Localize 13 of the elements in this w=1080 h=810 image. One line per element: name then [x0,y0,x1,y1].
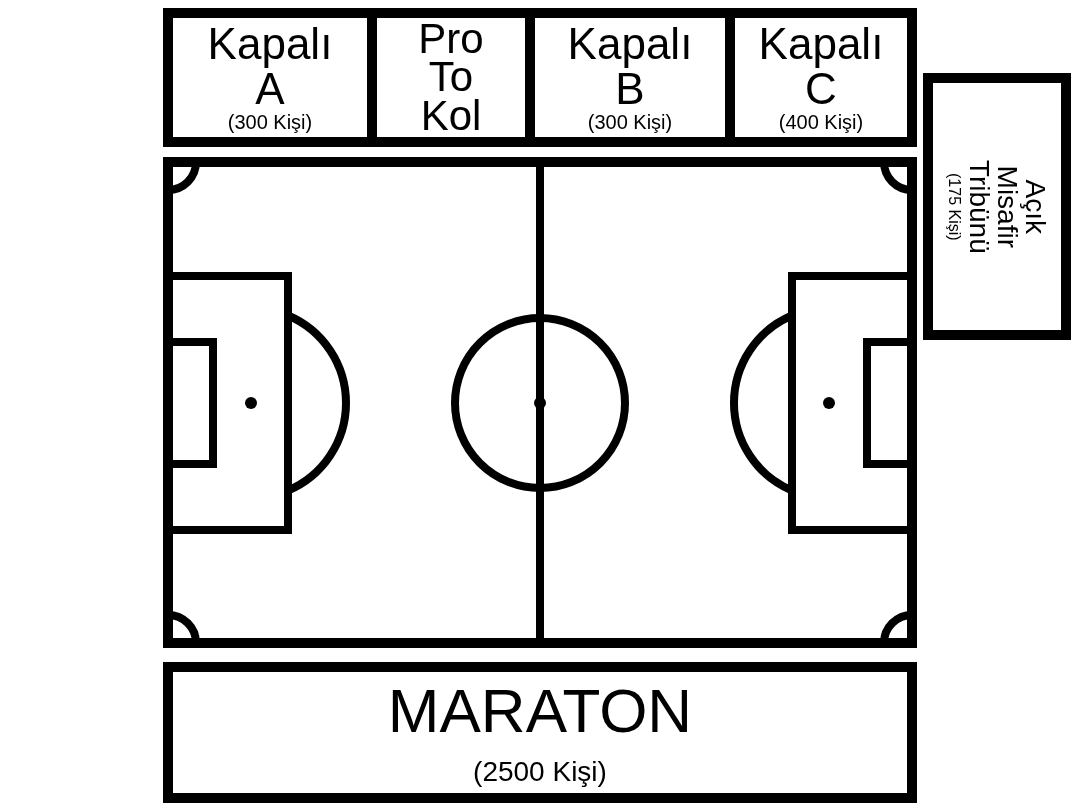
stand-name: Kapalı B [567,21,693,112]
stand-name: Kapalı A [207,21,333,112]
seating-stand [163,662,917,803]
seating-stand [923,73,1071,340]
capacity-label: (2500 Kişi) [473,757,607,788]
capacity-label: (400 Kişi) [778,111,864,134]
capacity-label: (300 Kişi) [227,111,313,134]
capacity-label: (300 Kişi) [587,111,673,134]
stand-name: Açık Misafir Tribünü [964,159,1049,254]
stand-name: MARATON [387,677,693,746]
stand-name: Kapalı C [758,21,884,112]
stand-name: Pro To Kol [418,19,484,136]
capacity-label: (175 Kişi) [945,172,963,241]
